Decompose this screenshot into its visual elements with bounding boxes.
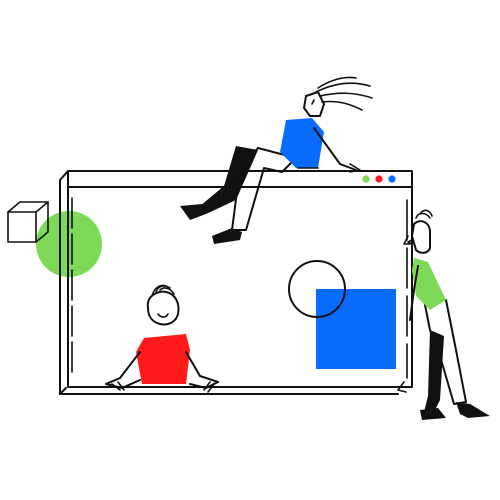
person-standing-right — [397, 209, 490, 420]
blue-square-shape — [316, 289, 396, 369]
person-in-window — [105, 284, 219, 393]
person-in-window-shirt — [136, 334, 190, 384]
person-sitting-back-foot — [180, 204, 206, 220]
circle-outline-shape — [288, 260, 346, 318]
wireframe-cube-icon — [7, 201, 49, 243]
person-sitting-shirt — [280, 118, 324, 168]
window-dot-green-icon — [362, 175, 370, 183]
person-standing-front-shoe — [456, 402, 490, 418]
window-dot-blue-icon — [388, 175, 396, 183]
person-standing-shirt — [412, 258, 446, 310]
window-dot-red-icon — [375, 175, 383, 183]
person-standing-back-shoe — [420, 408, 446, 420]
person-sitting-on-window — [180, 76, 373, 244]
person-sitting-front-foot — [212, 228, 242, 244]
person-standing-back-leg — [424, 330, 444, 412]
